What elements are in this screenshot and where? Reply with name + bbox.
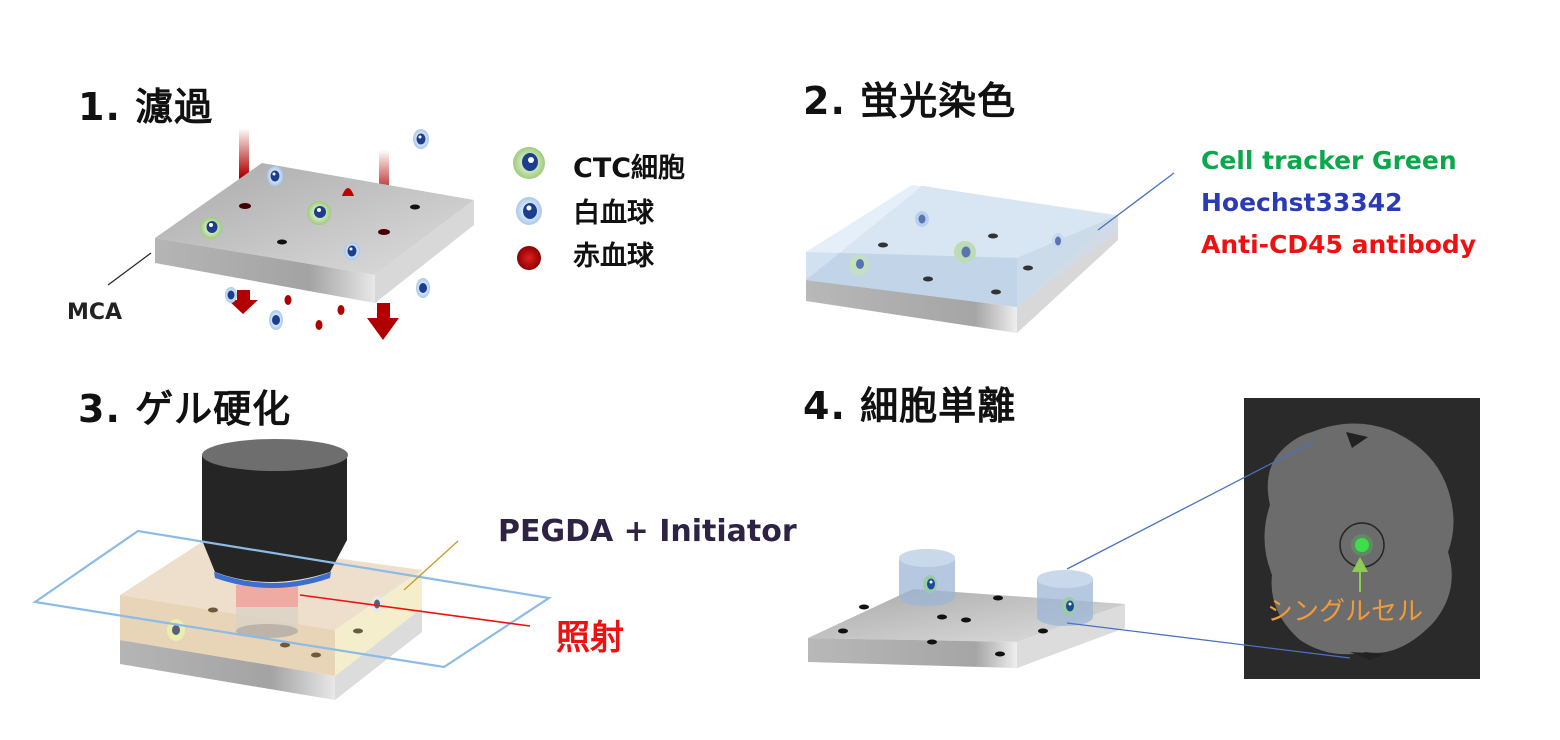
stained-ctc [954, 241, 976, 263]
white-blood-cell [413, 129, 429, 149]
trapped-red-blood-cell [342, 188, 354, 196]
mca-leader-line [107, 252, 152, 286]
pore [1038, 628, 1048, 634]
mca-label: MCA [67, 300, 123, 325]
pore [993, 595, 1003, 601]
objective-lens-body [202, 455, 347, 582]
red-blood-cell-icon [517, 246, 541, 270]
single-cell-label: シングルセル [1267, 597, 1424, 627]
stain-cell-tracker-green: Cell tracker Green [1201, 146, 1457, 175]
stained-wbc [1052, 233, 1064, 249]
gel-leader-line [403, 540, 459, 591]
pore [961, 617, 971, 623]
flow-arrow-left-bottom [228, 290, 258, 314]
pore [1023, 265, 1033, 271]
stain-leader-line [1097, 172, 1175, 231]
pore [353, 628, 363, 634]
gel-layer-side [335, 570, 422, 676]
stained-plate-front [806, 280, 1017, 333]
pore [838, 628, 848, 634]
white-blood-cell [225, 287, 237, 303]
mca-plate-front [155, 238, 375, 303]
mca-plate-side [375, 200, 474, 303]
red-blood-cell [337, 305, 345, 315]
glass-slide [32, 529, 552, 669]
light-beam [236, 585, 298, 607]
white-blood-cell [267, 166, 283, 186]
white-blood-cell [416, 278, 430, 298]
legend-ctc-label: CTC細胞 [573, 153, 686, 184]
white-blood-cell-icon [516, 197, 542, 225]
single-cell-fluorescence [1355, 538, 1369, 552]
legend-rbc-label: 赤血球 [573, 241, 654, 272]
stain-hoechst: Hoechst33342 [1201, 188, 1403, 217]
single-cell-arrow [1352, 557, 1368, 572]
isolation-plate-front [808, 638, 1017, 668]
pore [410, 204, 420, 210]
pore [995, 651, 1005, 657]
irradiation-leader-line [299, 594, 531, 627]
objective-lens-top [202, 439, 348, 471]
objective-lens-tip [214, 572, 331, 588]
red-blood-cell [315, 320, 323, 330]
panel-4-title: 4. 細胞単離 [803, 384, 1017, 428]
gel-precursor-label: PEGDA + Initiator [498, 514, 797, 549]
zoom-leader-bottom [1066, 622, 1351, 659]
panel-3-title: 3. ゲル硬化 [78, 387, 292, 431]
zoom-leader-top [1066, 441, 1314, 570]
pore [927, 639, 937, 645]
pore [378, 229, 390, 235]
stain-anti-cd45: Anti-CD45 antibody [1201, 230, 1477, 259]
embedded-wbc [371, 596, 383, 612]
gel-cylinder-right [1037, 570, 1093, 626]
gel-cylinder-left [899, 549, 955, 606]
red-blood-cell [284, 295, 292, 305]
white-blood-cell [269, 310, 283, 330]
ctc-cell [307, 201, 331, 225]
pore [878, 242, 888, 248]
pore [937, 614, 947, 620]
ctc-cell [200, 217, 222, 239]
pore [859, 604, 869, 610]
pore [988, 233, 998, 239]
pore [239, 203, 251, 209]
flow-arrow-left-top [239, 128, 249, 208]
gel-layer-front [120, 595, 335, 676]
irradiation-label: 照射 [556, 618, 624, 658]
ctc-cell-icon [513, 147, 545, 179]
legend-wbc-label: 白血球 [573, 198, 654, 229]
panel-2-title: 2. 蛍光染色 [803, 79, 1017, 123]
white-blood-cell [344, 242, 360, 260]
panel-1-title: 1. 濾過 [78, 85, 214, 129]
pore [991, 289, 1001, 295]
gel-plate-front [120, 640, 335, 700]
pore [311, 652, 321, 658]
isolation-plate-side [1017, 604, 1125, 668]
pore [280, 642, 290, 648]
pore [277, 239, 287, 245]
pore [923, 276, 933, 282]
pore [208, 607, 218, 613]
stain-solution-layer [806, 185, 1118, 258]
stained-ctc [849, 255, 869, 275]
stained-wbc [915, 211, 929, 227]
flow-arrow-right-bottom [367, 303, 399, 340]
gel-plate-side [335, 608, 422, 700]
